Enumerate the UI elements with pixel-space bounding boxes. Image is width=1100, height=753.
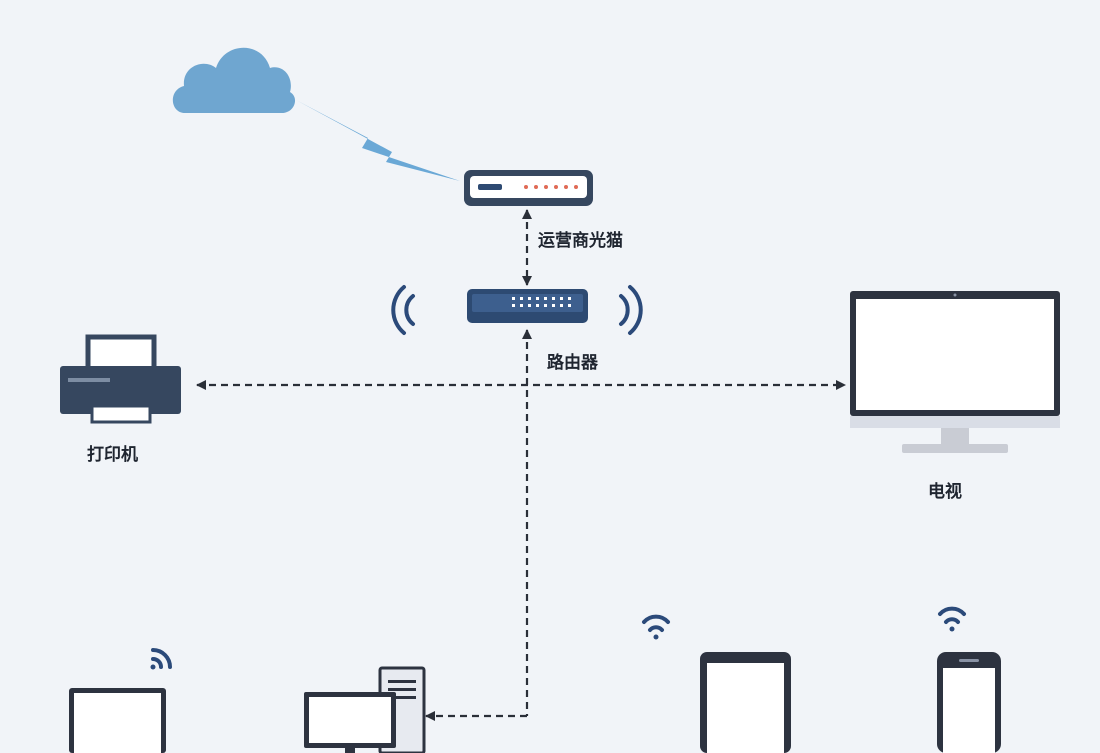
tablet-wifi-icon: [642, 614, 670, 640]
lightning-bolt-icon: [296, 100, 460, 181]
tv-monitor-icon: [850, 291, 1060, 453]
router-icon: [467, 289, 588, 323]
router-wifi-right-icon: [619, 285, 643, 335]
printer-icon: [60, 334, 181, 424]
optical-modem-icon: [464, 170, 593, 206]
cloud-icon: [172, 47, 296, 113]
tv-label: 电视: [928, 482, 962, 502]
smartphone-icon: [937, 652, 1001, 753]
connection-lines: [196, 209, 846, 721]
laptop-icon: [69, 688, 166, 753]
printer-label: 打印机: [87, 445, 138, 465]
modem-label: 运营商光猫: [538, 231, 623, 251]
desktop-pc-icon: [304, 666, 426, 753]
tablet-icon: [700, 652, 791, 753]
laptop-wifi-icon: [150, 648, 172, 670]
router-wifi-left-icon: [391, 285, 415, 335]
phone-wifi-icon: [938, 606, 966, 632]
router-label: 路由器: [547, 353, 598, 373]
